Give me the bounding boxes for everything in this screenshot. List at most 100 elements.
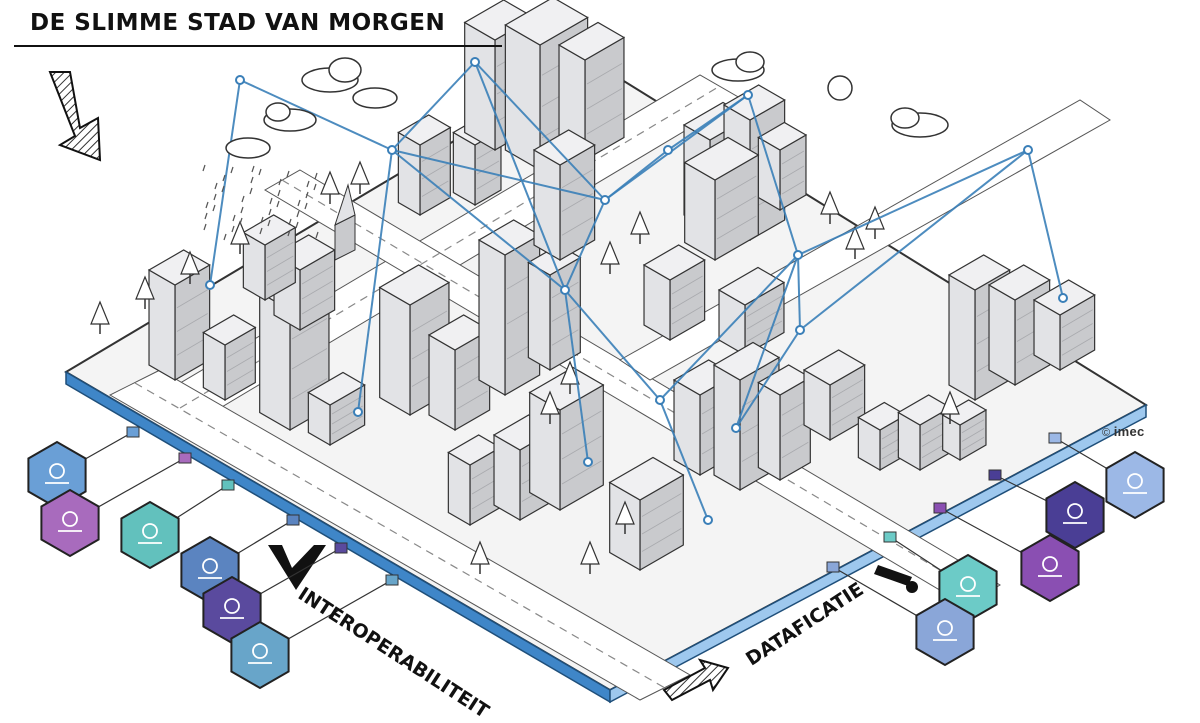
raindrop: [258, 168, 262, 176]
raindrop: [305, 191, 309, 199]
network-link: [564, 199, 606, 291]
building: [757, 364, 812, 482]
building: [532, 129, 596, 262]
parking-icon: [220, 598, 244, 619]
weather-sensor-icon: [45, 463, 69, 484]
tree-icon: [320, 170, 340, 204]
weather: [225, 51, 949, 159]
trees: [90, 160, 960, 574]
cloud-icon: [352, 87, 398, 109]
network-link: [747, 94, 799, 256]
network-link: [659, 254, 799, 401]
network-link: [564, 289, 589, 463]
tree-icon: [180, 250, 200, 284]
sensor-network: [205, 57, 1068, 525]
raindrop: [287, 229, 291, 237]
building: [642, 244, 706, 342]
network-link: [239, 79, 393, 151]
credit: © imec: [1102, 424, 1145, 439]
building: [683, 136, 760, 262]
cloud-icon: [890, 107, 949, 138]
network-link: [659, 399, 709, 521]
sun-icon: [827, 75, 853, 101]
raindrop: [250, 176, 254, 184]
cyclist-hexagon: [120, 479, 235, 570]
rain: [202, 164, 319, 241]
raindrop: [304, 202, 308, 210]
sensor-node: [655, 395, 665, 405]
raindrop: [221, 185, 225, 193]
raindrop: [267, 219, 271, 227]
sensor-node: [470, 57, 480, 67]
sensor-node: [731, 423, 741, 433]
sensor-node: [235, 75, 245, 85]
tree-icon: [615, 500, 635, 534]
sensor-node: [703, 515, 713, 525]
network-link: [667, 94, 749, 151]
left-hexagons: [27, 426, 399, 690]
tree-icon: [630, 210, 650, 244]
sensor-node: [1058, 293, 1068, 303]
sensor-node: [1023, 145, 1033, 155]
raindrop: [313, 183, 317, 191]
right-hexagons: [826, 432, 1165, 667]
road-icon: [1063, 503, 1087, 524]
raindrop: [278, 178, 282, 186]
raindrop: [277, 189, 281, 197]
raindrop: [259, 227, 263, 235]
building: [757, 121, 808, 212]
raindrop: [232, 214, 236, 222]
sensor-node: [793, 250, 803, 260]
tree-icon: [230, 220, 250, 254]
raindrop: [214, 182, 218, 190]
sensor-node: [560, 285, 570, 295]
raindrop: [204, 212, 208, 220]
tree-icon: [600, 240, 620, 274]
bus-stop-icon: [248, 643, 272, 664]
street-light-icon: [58, 511, 82, 532]
sensor-node: [583, 457, 593, 467]
truck-hexagon: [933, 502, 1080, 603]
tree-icon: [470, 540, 490, 574]
building: [397, 114, 452, 217]
tree-icon: [845, 225, 865, 259]
raindrop: [286, 170, 290, 178]
raindrop: [295, 221, 299, 229]
copyright-symbol: ©: [1102, 427, 1111, 439]
page-title: DE SLIMME STAD VAN MORGEN: [30, 10, 446, 36]
cloud-icon: [711, 51, 765, 82]
raindrop: [306, 180, 310, 188]
building: [202, 314, 257, 402]
network-link: [474, 61, 566, 291]
building: [941, 399, 988, 462]
tree-icon: [940, 390, 960, 424]
bus-stop-hexagon: [230, 574, 399, 690]
tree-icon: [560, 360, 580, 394]
network-link: [797, 149, 1029, 256]
raindrop: [223, 233, 227, 241]
sensor-node: [795, 325, 805, 335]
sensor-node: [663, 145, 673, 155]
ambulance-icon: [1123, 473, 1147, 494]
raindrop: [251, 165, 255, 173]
sensor-node: [353, 407, 363, 417]
network-link: [797, 254, 801, 331]
raindrop: [314, 172, 318, 180]
sensor-node: [600, 195, 610, 205]
network-link: [1027, 149, 1064, 299]
network-link: [391, 149, 566, 291]
raindrop: [222, 174, 226, 182]
building: [717, 266, 786, 357]
building: [242, 214, 297, 302]
network-link: [604, 149, 669, 201]
raindrop: [202, 164, 206, 172]
arrow-down-icon: [48, 71, 102, 162]
checkmark-icon: [268, 545, 326, 590]
raindrop: [241, 195, 245, 203]
imec-logo: imec: [1113, 424, 1145, 439]
raindrop: [240, 206, 244, 214]
raindrop: [249, 187, 253, 195]
cloud-icon: [263, 102, 317, 132]
